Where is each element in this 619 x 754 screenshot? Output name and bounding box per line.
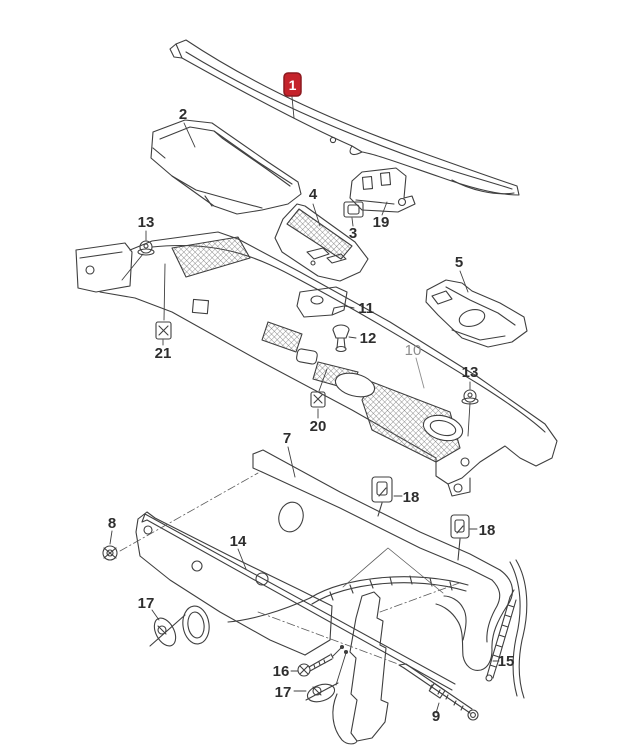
part-label-13-left[interactable]: 13 [138,214,155,231]
part-13-nut-left [137,240,155,256]
part-label-19[interactable]: 19 [373,214,390,231]
part-label-10[interactable]: 10 [405,342,422,359]
construction-lines [119,472,463,665]
part-label-1: 1 [289,77,297,93]
part-label-9[interactable]: 9 [432,708,440,725]
part-13-nut-right [461,389,479,405]
part-label-18-upper[interactable]: 18 [403,489,420,506]
part-16-bolt [297,644,345,677]
part-label-20[interactable]: 20 [310,418,327,435]
part-label-5[interactable]: 5 [455,254,463,271]
part-12-grommet [332,324,350,353]
part-label-16[interactable]: 16 [273,663,290,680]
part-17-fastener-center [305,649,349,703]
part-3-nut [343,201,364,218]
part-18-clip-lower [450,514,470,561]
leader-lines [109,96,500,714]
part-label-8[interactable]: 8 [108,515,116,532]
part-label-2[interactable]: 2 [179,106,187,123]
part-8-nut [102,545,118,561]
part-1-highlight-badge[interactable]: 1 [283,72,302,97]
part-4-water-deflector [274,203,369,282]
center-pillar-bracket [332,591,389,745]
part-label-17-left[interactable]: 17 [138,595,155,612]
part-label-12[interactable]: 12 [360,330,377,347]
part-11-cover-plate [296,286,348,318]
lower-left-panel [135,511,333,656]
part-18-clip-upper [371,476,393,517]
part-label-17-center[interactable]: 17 [275,684,292,701]
part-17-fastener-left [149,614,186,647]
part-label-3[interactable]: 3 [349,225,357,242]
cowl-seal-channel [227,575,469,623]
part-9-bolt [398,663,479,721]
part-21-clip [155,321,172,340]
part-label-13-right[interactable]: 13 [462,364,479,381]
part-19-bracket [349,167,416,213]
part-5-cover [425,279,528,348]
part-15-seal-strip [485,589,517,682]
part-1-cowl-trim-strip [169,39,520,196]
part-label-15[interactable]: 15 [498,653,515,670]
part-label-21[interactable]: 21 [155,345,172,362]
part-14-brace [141,513,456,691]
part-label-7[interactable]: 7 [283,430,291,447]
part-label-14[interactable]: 14 [230,533,247,550]
part-label-18-lower[interactable]: 18 [479,522,496,539]
callout-labels: 1 2 13 4 19 3 5 11 12 21 10 13 20 7 18 1… [108,72,515,725]
part-7-bulkhead-panel [252,449,528,699]
part-10-cowl-panel [75,231,558,497]
part-label-4[interactable]: 4 [309,186,318,203]
part-20-clip [310,391,326,408]
part-label-11[interactable]: 11 [358,300,374,317]
part-2-air-duct [150,119,302,215]
